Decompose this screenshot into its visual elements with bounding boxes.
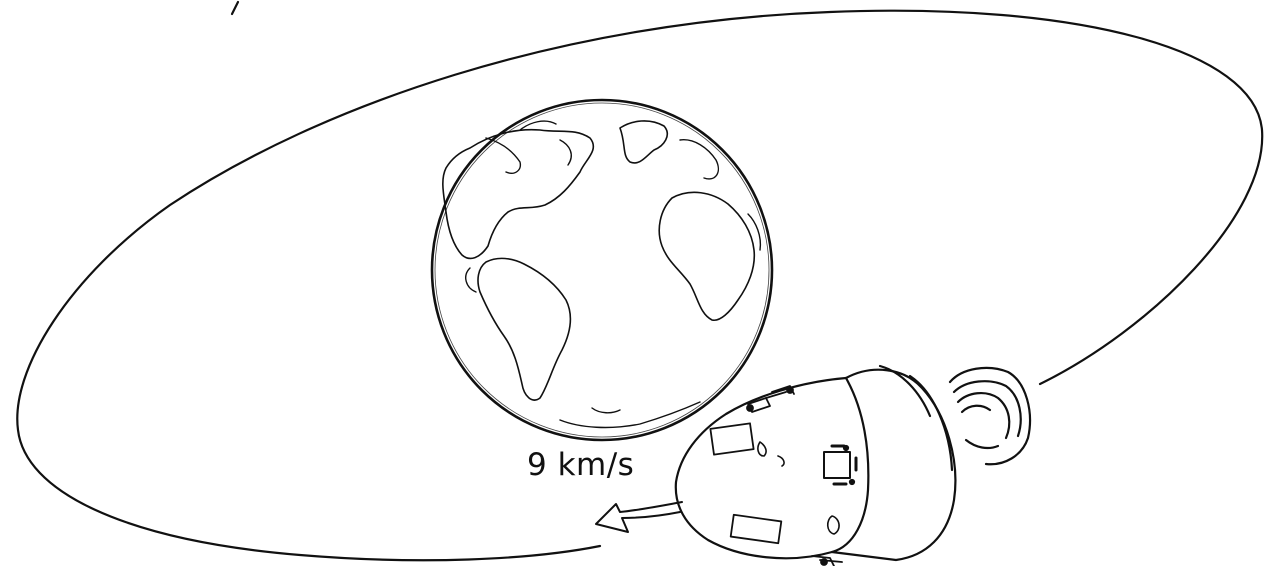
velocity-arrow <box>596 502 682 532</box>
rcs-thruster <box>824 446 856 484</box>
continent-europe <box>620 121 667 163</box>
velocity-label: 9 km/s <box>527 447 634 483</box>
continent-africa <box>659 192 754 320</box>
earth-globe <box>432 100 772 440</box>
spacecraft <box>676 366 1030 566</box>
continent-north-america <box>443 130 594 259</box>
window-bottom <box>731 515 782 543</box>
continent-south-america <box>478 258 570 400</box>
engine-nozzle <box>950 368 1030 464</box>
text-fragment <box>232 2 238 14</box>
orbit-path <box>17 11 1262 561</box>
window-top <box>710 423 753 454</box>
hull-fixtures <box>747 386 842 566</box>
